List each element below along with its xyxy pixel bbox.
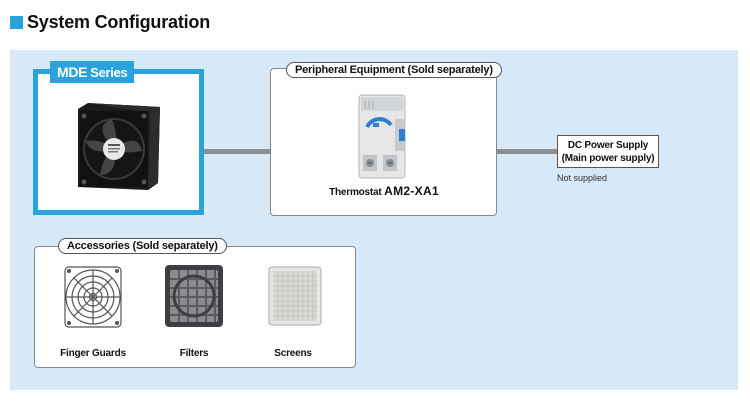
header-marker-icon <box>10 15 23 29</box>
dc-power-supply-box: DC Power Supply (Main power supply) <box>557 135 659 168</box>
dc-power-supply-line2: (Main power supply) <box>561 152 655 164</box>
accessory-label-finger-guards: Finger Guards <box>60 348 126 359</box>
connector-fan-to-peripheral <box>158 149 272 154</box>
thermostat-label-text: Thermostat <box>329 187 382 198</box>
finger-guard-icon <box>64 266 122 328</box>
mde-series-tab: MDE Series <box>50 61 135 83</box>
thermostat-label: Thermostat AM2-XA1 <box>277 184 491 198</box>
thermostat-icon <box>358 94 406 179</box>
connector-peripheral-to-power <box>497 149 557 154</box>
fan-icon <box>78 103 160 190</box>
not-supplied-note: Not supplied <box>557 173 608 183</box>
accessory-label-screens: Screens <box>274 348 312 359</box>
screen-icon <box>268 266 322 326</box>
accessories-tab: Accessories (Sold separately) <box>58 238 227 254</box>
peripheral-equipment-tab: Peripheral Equipment (Sold separately) <box>286 62 502 78</box>
accessory-label-filters: Filters <box>179 348 209 359</box>
page-title: System Configuration <box>27 11 211 32</box>
section-header: System Configuration <box>10 11 210 33</box>
thermostat-model: AM2-XA1 <box>384 184 439 198</box>
series-suffix: Series <box>90 64 128 80</box>
series-name: MDE <box>57 64 88 80</box>
filter-icon <box>165 265 223 327</box>
dc-power-supply-line1: DC Power Supply <box>567 139 649 151</box>
